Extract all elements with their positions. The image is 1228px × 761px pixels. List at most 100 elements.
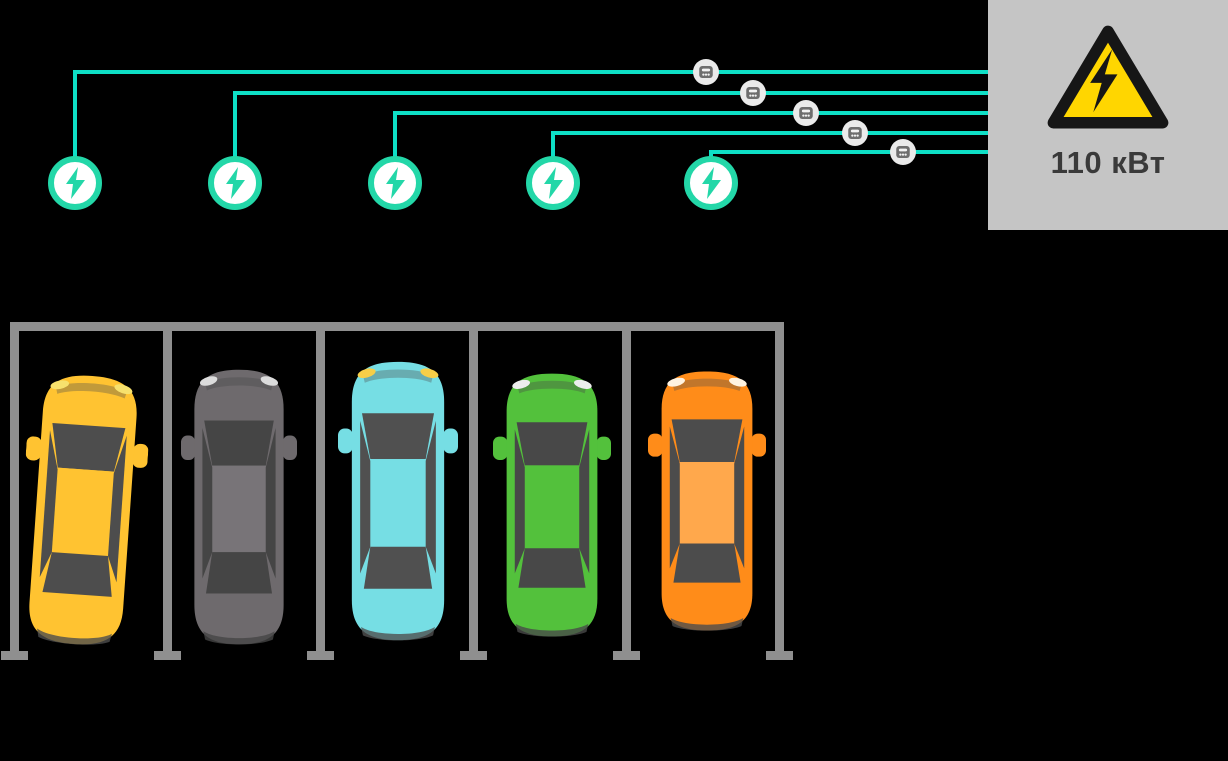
left-mirror bbox=[181, 435, 196, 460]
parking-divider-4 bbox=[469, 322, 478, 660]
power-supply-box: 110 кВт bbox=[988, 0, 1228, 230]
windshield bbox=[671, 419, 743, 462]
parking-divider-foot-3 bbox=[307, 651, 334, 660]
charging-station-4 bbox=[526, 156, 580, 210]
parking-divider-foot-4 bbox=[460, 651, 487, 660]
cable-2-vertical bbox=[233, 93, 237, 160]
right-headlight bbox=[114, 384, 133, 395]
cable-1-horizontal bbox=[73, 70, 988, 74]
left-side-window bbox=[39, 430, 58, 578]
parking-divider-2 bbox=[163, 322, 172, 660]
car-gray bbox=[181, 366, 297, 648]
right-mirror bbox=[751, 433, 766, 457]
electricity-meter-5 bbox=[890, 139, 916, 165]
parking-divider-3 bbox=[316, 322, 325, 660]
car-orange bbox=[648, 368, 766, 634]
electricity-meter-4 bbox=[842, 120, 868, 146]
rear-bumper bbox=[670, 618, 744, 631]
right-side-window bbox=[265, 428, 276, 579]
parking-divider-1 bbox=[10, 322, 19, 660]
cable-5-horizontal bbox=[709, 150, 988, 154]
parking-divider-6 bbox=[775, 322, 784, 660]
charger-bolt-icon bbox=[386, 167, 405, 199]
right-mirror bbox=[596, 436, 611, 460]
car-yellow bbox=[13, 368, 154, 652]
left-mirror bbox=[648, 433, 663, 457]
left-headlight bbox=[50, 380, 70, 390]
right-side-window bbox=[425, 420, 436, 574]
windshield bbox=[362, 413, 434, 460]
parking-divider-foot-6 bbox=[766, 651, 793, 660]
car-cyan bbox=[338, 358, 458, 644]
cable-3-vertical bbox=[393, 113, 397, 160]
cable-3-horizontal bbox=[393, 111, 988, 115]
roof bbox=[370, 459, 426, 547]
left-headlight bbox=[357, 368, 376, 379]
right-headlight bbox=[574, 379, 592, 389]
charging-station-3 bbox=[368, 156, 422, 210]
right-headlight bbox=[260, 376, 279, 386]
parking-divider-5 bbox=[622, 322, 631, 660]
meter-icon bbox=[746, 87, 760, 99]
left-side-window bbox=[669, 426, 680, 569]
electricity-meter-3 bbox=[793, 100, 819, 126]
power-capacity-label: 110 кВт bbox=[1050, 145, 1166, 180]
left-side-window bbox=[202, 428, 213, 579]
parking-top-line bbox=[10, 322, 784, 331]
left-headlight bbox=[667, 377, 685, 387]
rear-bumper bbox=[203, 631, 275, 645]
left-side-window bbox=[514, 429, 525, 574]
right-headlight bbox=[420, 368, 439, 379]
right-headlight bbox=[729, 377, 747, 387]
cable-1-vertical bbox=[73, 72, 77, 160]
parking-divider-foot-2 bbox=[154, 651, 181, 660]
windshield bbox=[516, 422, 588, 466]
parking-divider-foot-5 bbox=[613, 651, 640, 660]
left-headlight bbox=[512, 379, 530, 389]
front-bumper bbox=[362, 369, 434, 383]
roof bbox=[679, 461, 735, 544]
rear-bumper bbox=[37, 628, 112, 645]
left-headlight bbox=[199, 376, 218, 386]
right-side-window bbox=[579, 429, 590, 574]
left-side-window bbox=[360, 420, 371, 574]
right-mirror bbox=[443, 428, 458, 454]
rear-bumper bbox=[361, 626, 435, 641]
cable-2-horizontal bbox=[233, 91, 988, 95]
parking-divider-foot-1 bbox=[1, 651, 28, 660]
front-bumper bbox=[205, 377, 273, 391]
meter-icon bbox=[799, 107, 813, 119]
front-bumper bbox=[672, 378, 742, 392]
front-bumper bbox=[55, 383, 128, 399]
meter-icon bbox=[848, 127, 862, 139]
roof bbox=[212, 465, 266, 553]
lightning-bolt-icon bbox=[1090, 49, 1118, 113]
windshield bbox=[52, 423, 126, 472]
rear-window bbox=[518, 548, 586, 588]
high-voltage-warning-icon bbox=[1045, 20, 1171, 137]
rear-window bbox=[363, 546, 433, 589]
right-side-window bbox=[734, 426, 745, 569]
rear-window bbox=[205, 552, 273, 594]
charging-station-2 bbox=[208, 156, 262, 210]
cable-4-vertical bbox=[551, 133, 555, 160]
roof bbox=[524, 465, 580, 549]
rear-window bbox=[673, 543, 741, 583]
right-mirror bbox=[282, 435, 297, 460]
front-bumper bbox=[517, 380, 587, 394]
charging-station-1 bbox=[48, 156, 102, 210]
meter-icon bbox=[896, 146, 910, 158]
left-mirror bbox=[25, 436, 42, 461]
charger-bolt-icon bbox=[226, 167, 245, 199]
charger-bolt-icon bbox=[66, 167, 85, 199]
windshield bbox=[204, 420, 274, 466]
left-mirror bbox=[493, 436, 508, 460]
rear-window bbox=[42, 552, 112, 597]
charging-station-5 bbox=[684, 156, 738, 210]
meter-icon bbox=[699, 66, 713, 78]
cable-4-horizontal bbox=[551, 131, 988, 135]
roof bbox=[51, 467, 114, 557]
rear-bumper bbox=[515, 623, 589, 637]
charger-bolt-icon bbox=[702, 167, 721, 199]
